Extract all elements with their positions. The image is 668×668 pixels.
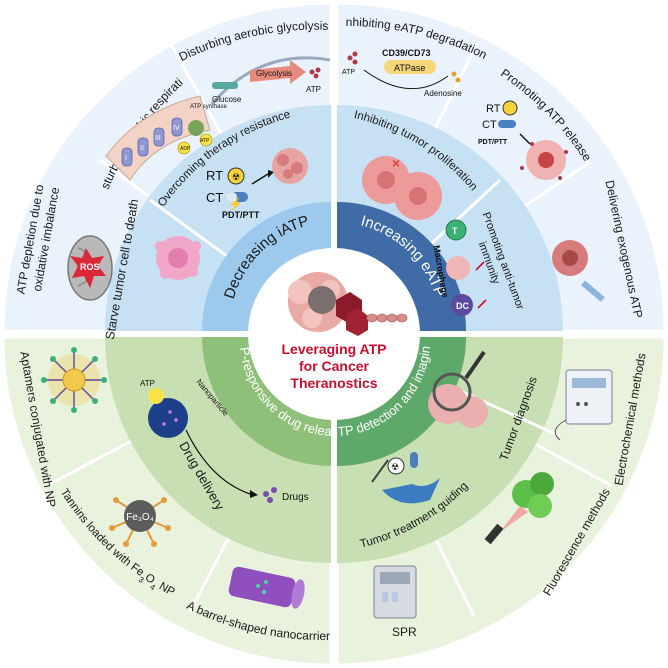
center-tumor-illustration (288, 272, 408, 336)
mitochondria-ros-image: ROS (67, 235, 113, 301)
therapy-resistance-image: RT ☢ CT PDT/PTT ⚡ (206, 148, 308, 220)
center-title-line-2: for Cancer (299, 358, 370, 374)
fluorescence-image (484, 472, 554, 545)
adp-label: ADP (180, 146, 191, 152)
pill-icon-2 (410, 452, 418, 468)
starving-cell-image (155, 236, 201, 280)
label-spr: SPR (392, 625, 417, 639)
center-title-line-3: Theranostics (290, 375, 377, 391)
electrochemical-device-image (554, 369, 613, 441)
inhibit-x-icon: × (392, 155, 400, 171)
complex-iii-label: III (155, 135, 161, 142)
radiation-icon: ☢ (232, 172, 240, 182)
eatp-degradation-image: ATP CD39/CD73 ATPase Adenosine (342, 48, 462, 98)
barrel-nanocarrier-image (228, 566, 305, 609)
adenosine-label: Adenosine (424, 89, 462, 98)
rt-label: RT (206, 168, 223, 183)
diagnosis-image (428, 350, 488, 428)
aptamer-nanoparticle-image (41, 347, 107, 413)
respiration-chain-image: I II III IV ATP synthase ADP ATP (105, 95, 227, 181)
fe3o4-label: Fe₃O₄ (126, 512, 154, 523)
rt-label-2: RT (486, 103, 501, 115)
magnifier-icon (432, 372, 472, 412)
spr-instrument-image (373, 565, 417, 619)
exogenous-atp-image (552, 240, 605, 302)
ct-label: CT (206, 190, 223, 205)
pdt-label: PDT/PTT (222, 210, 260, 220)
glucose-label: Glucose (212, 95, 242, 104)
laser-pen-icon (484, 523, 504, 545)
atp-synthase-label: ATP synthase (190, 104, 227, 110)
center-title: Leveraging ATP for Cancer Theranostics (281, 341, 386, 391)
syringe-icon-2 (581, 280, 605, 302)
complex-iv-label: IV (173, 125, 180, 132)
complex-ii-label: II (140, 145, 144, 152)
pdt-label-2: PDT/PTT (478, 139, 508, 146)
syringe-icon (371, 459, 389, 483)
center-circle (248, 248, 420, 420)
atp-label-glyco: ATP (306, 85, 321, 94)
flash-icon: ⚡ (228, 197, 243, 211)
dc-label: DC (456, 301, 469, 311)
complex-i-label: I (125, 155, 127, 162)
t-cell-label: T (452, 226, 458, 236)
atpase-label: ATPase (394, 63, 425, 73)
hand-icon (382, 478, 440, 504)
atp-label-eatp: ATP (342, 69, 355, 76)
atp-small-label: ATP (140, 379, 155, 388)
treatment-guiding-image: ☢ (371, 452, 440, 504)
dividing-tumor-image: × (362, 155, 442, 220)
atp-label-resp: ATP (200, 138, 210, 144)
fe3o4-nanoparticle-image: Fe₃O₄ (109, 497, 171, 547)
ct-label-2: CT (482, 119, 497, 131)
radiation-icon-2: ☢ (391, 462, 399, 472)
atp-release-image: RT CT PDT/PTT (478, 100, 568, 180)
center-title-line-1: Leveraging ATP (281, 341, 386, 357)
ros-label: ROS (80, 262, 100, 272)
glycolysis-arrow-label: Glycolysis (256, 69, 292, 78)
cd39-label: CD39/CD73 (382, 48, 431, 58)
drugs-label: Drugs (282, 492, 309, 503)
glycolysis-image: Glucose Glycolysis ATP (210, 56, 331, 105)
